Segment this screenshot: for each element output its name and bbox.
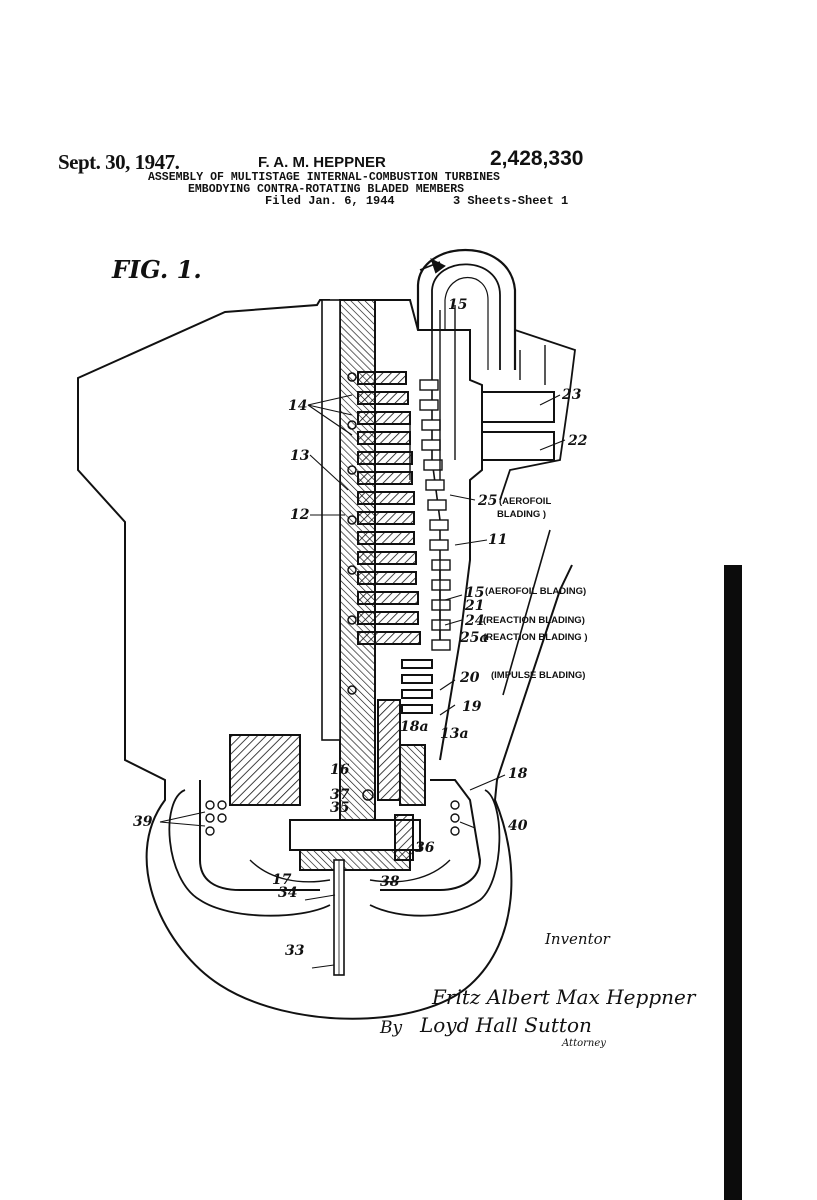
annotation-blading: BLADING ) bbox=[497, 509, 547, 520]
ref-16: 16 bbox=[330, 762, 350, 778]
inner-shaft bbox=[321, 299, 341, 741]
outer-casing-outline bbox=[77, 299, 573, 1020]
ref-14: 14 bbox=[288, 398, 308, 414]
attorney-caption: Attorney bbox=[562, 1038, 606, 1049]
ref-13: 13 bbox=[290, 448, 310, 464]
ref-33: 33 bbox=[285, 943, 305, 959]
ref-25a: 25a bbox=[460, 630, 489, 646]
leader-lines bbox=[159, 394, 566, 969]
ref-12: 12 bbox=[290, 507, 310, 523]
blade-rows bbox=[357, 371, 433, 714]
inventor-name: F. A. M. HEPPNER bbox=[258, 154, 386, 171]
ref-25: 25 bbox=[478, 493, 498, 509]
exhaust-housing bbox=[499, 329, 576, 501]
bearings bbox=[347, 372, 374, 801]
ref-23: 23 bbox=[562, 387, 582, 403]
scan-edge-bar bbox=[724, 565, 742, 1200]
by-caption: By bbox=[380, 1018, 403, 1038]
patent-number: 2,428,330 bbox=[490, 147, 584, 170]
stator-blades bbox=[419, 379, 451, 651]
manifold-23 bbox=[481, 391, 555, 423]
flow-arrows bbox=[409, 305, 456, 640]
coils bbox=[205, 800, 460, 836]
ref-39: 39 bbox=[133, 814, 153, 830]
attorney-signature: Loyd Hall Sutton bbox=[420, 1013, 592, 1037]
filed-date: Filed Jan. 6, 1944 bbox=[265, 194, 395, 208]
ref-24: 24 bbox=[465, 613, 485, 629]
annotation-reaction-blading-1: (REACTION BLADING) bbox=[483, 615, 585, 626]
ref-17: 17 bbox=[272, 872, 292, 888]
return-duct bbox=[416, 248, 517, 370]
ref-15-top: 15 bbox=[448, 297, 468, 313]
stator-wall bbox=[375, 299, 483, 761]
patent-title-line-1: ASSEMBLY OF MULTISTAGE INTERNAL-COMBUSTI… bbox=[148, 171, 500, 184]
manifold-22 bbox=[481, 431, 555, 461]
inventor-signature: Fritz Albert Max Heppner bbox=[432, 985, 696, 1009]
ref-19: 19 bbox=[462, 699, 482, 715]
annotation-impulse-blading: (IMPULSE BLADING) bbox=[491, 670, 586, 681]
inventor-caption: Inventor bbox=[545, 930, 610, 948]
block-16 bbox=[377, 699, 401, 801]
figure-label: FIG. 1. bbox=[112, 255, 202, 284]
annotation-reaction-blading-2: (REACTION BLADING ) bbox=[483, 632, 588, 643]
sheet-count: 3 Sheets-Sheet 1 bbox=[453, 194, 569, 208]
ref-18a: 18a bbox=[400, 719, 429, 735]
ref-38: 38 bbox=[380, 874, 400, 890]
ref-13a: 13a bbox=[440, 726, 469, 742]
combustion-chamber-right bbox=[380, 779, 482, 891]
combustion-chamber-left bbox=[199, 780, 320, 891]
ref-34: 34 bbox=[278, 885, 298, 901]
patent-date: Sept. 30, 1947. bbox=[58, 150, 180, 174]
annotation-aerofoil-blading: (AEROFOIL BLADING) bbox=[485, 586, 587, 597]
ref-11: 11 bbox=[488, 532, 508, 548]
ref-20: 20 bbox=[460, 670, 480, 686]
ref-36: 36 bbox=[415, 840, 435, 856]
ref-15: 15 bbox=[465, 585, 485, 601]
patent-title-line-2: EMBODYING CONTRA-ROTATING BLADED MEMBERS bbox=[188, 183, 465, 196]
ref-37: 37 bbox=[330, 787, 350, 803]
ref-18: 18 bbox=[508, 766, 528, 782]
ref-21: 21 bbox=[465, 598, 485, 614]
ref-22: 22 bbox=[568, 433, 588, 449]
right-casing-line bbox=[502, 529, 551, 696]
left-casting bbox=[229, 734, 301, 806]
ref-35: 35 bbox=[330, 800, 350, 816]
annotation-aerofoil-top: (AEROFOIL bbox=[499, 496, 552, 507]
ref-40: 40 bbox=[508, 818, 528, 834]
